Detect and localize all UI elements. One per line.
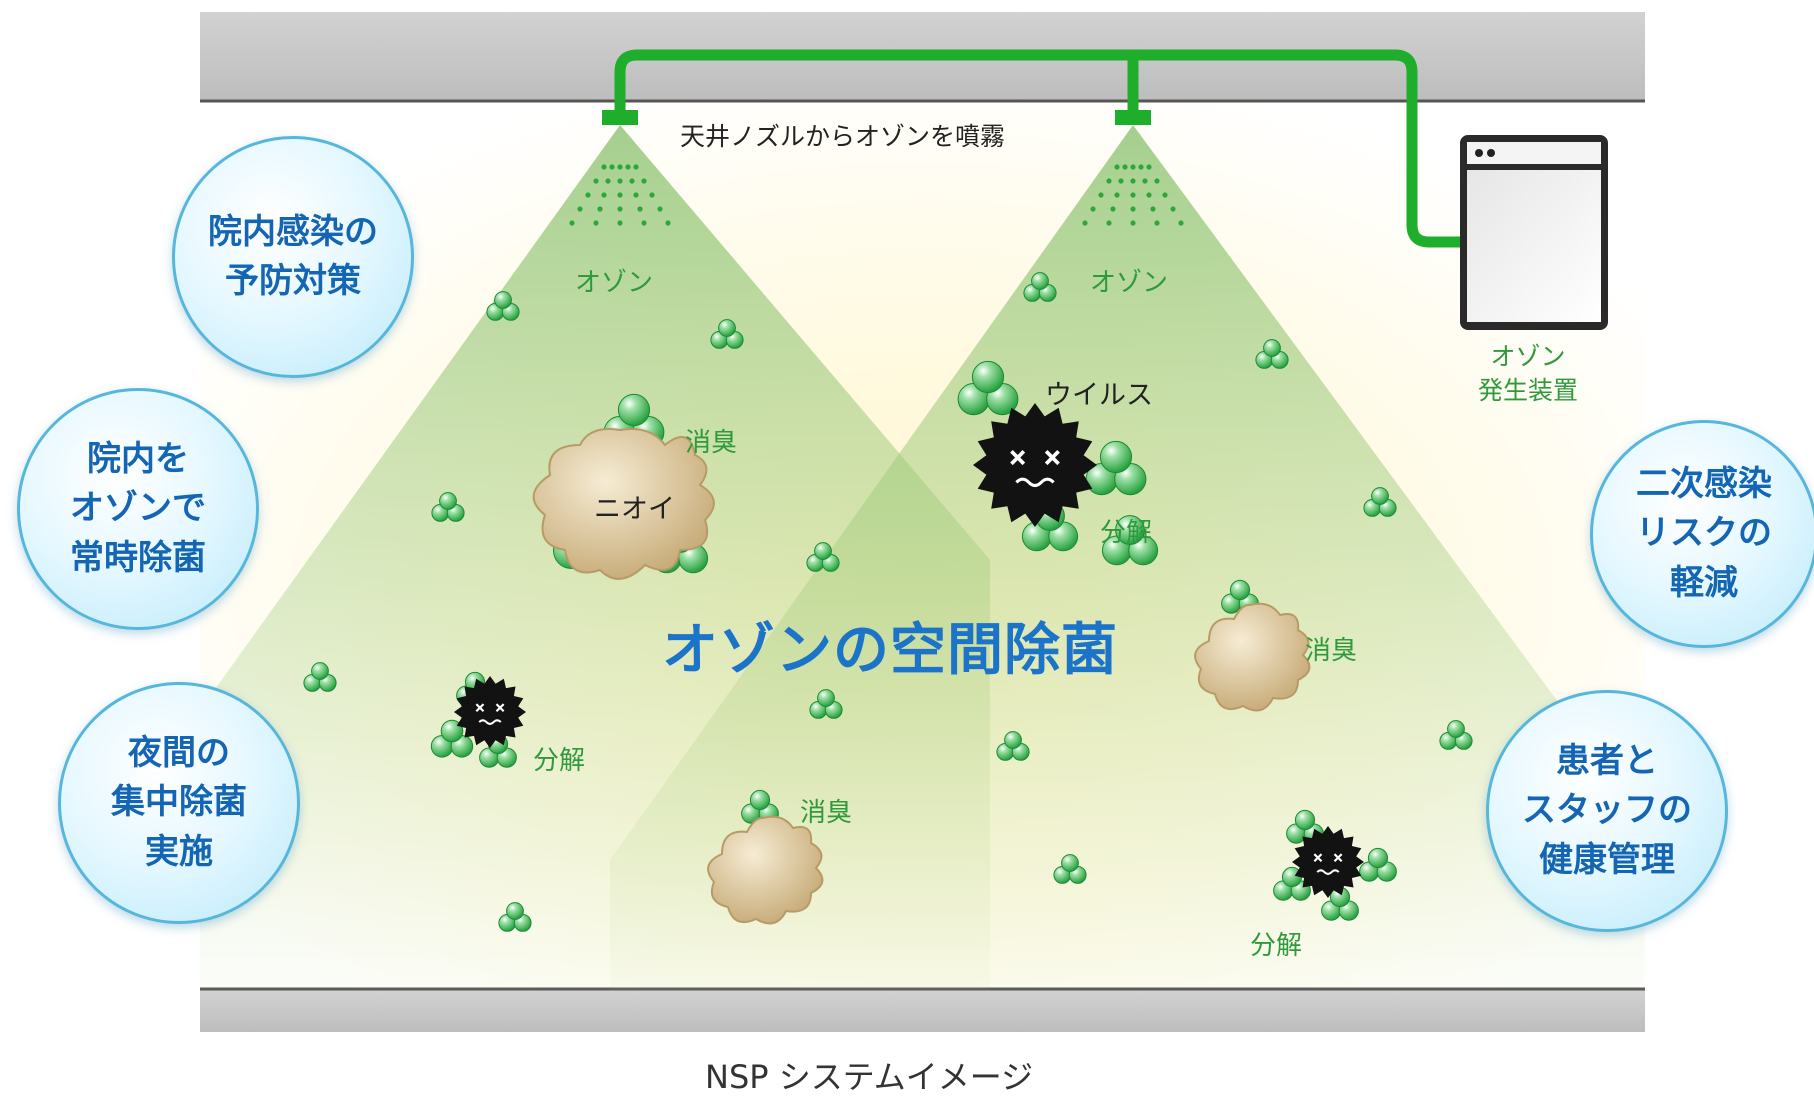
bubble-infection-prevention: 院内感染の 予防対策 bbox=[172, 136, 414, 378]
bubble-secondary-infection: 二次感染 リスクの 軽減 bbox=[1590, 420, 1814, 648]
nozzle-right bbox=[1115, 110, 1151, 125]
ozone-molecule bbox=[431, 492, 465, 522]
deodorize-label-3: 消臭 bbox=[800, 798, 853, 828]
odor-blob-small bbox=[707, 815, 824, 925]
footer-caption: NSP システムイメージ bbox=[705, 1058, 1034, 1096]
center-title: オゾンの空間除菌 bbox=[662, 618, 1118, 683]
deodorize-label-2: 消臭 bbox=[1305, 636, 1358, 666]
ozone-label-right: オゾン bbox=[1090, 268, 1169, 298]
viruses bbox=[454, 403, 1364, 898]
ozone-molecule bbox=[303, 662, 337, 692]
deodorize-label-1: 消臭 bbox=[685, 428, 738, 458]
nozzle-left bbox=[602, 110, 638, 125]
bubble-constant-sterilization: 院内を オゾンで 常時除菌 bbox=[17, 388, 259, 630]
virus-icon bbox=[973, 403, 1097, 527]
spray-dots bbox=[569, 164, 1184, 226]
odor-blob-large bbox=[532, 428, 715, 580]
ozone-label-left: オゾン bbox=[575, 268, 654, 298]
ozone-generator-icon bbox=[1460, 135, 1608, 330]
generator-label: オゾン 発生装置 bbox=[1478, 342, 1579, 405]
virus-label: ウイルス bbox=[1045, 380, 1153, 411]
decompose-label-1: 分解 bbox=[1100, 518, 1153, 548]
virus-icon bbox=[454, 676, 526, 748]
ozone-molecule bbox=[1439, 720, 1473, 750]
ozone-molecule bbox=[809, 689, 843, 719]
floor bbox=[200, 990, 1645, 1032]
ozone-molecule bbox=[1085, 440, 1147, 496]
ozone-molecule bbox=[1255, 339, 1289, 369]
decompose-label-2: 分解 bbox=[533, 746, 586, 776]
ozone-molecule bbox=[1359, 847, 1397, 882]
ozone-molecule bbox=[498, 902, 532, 932]
odor-label: ニオイ bbox=[594, 494, 675, 525]
ozone-molecule bbox=[957, 360, 1019, 416]
bubble-health-management: 患者と スタッフの 健康管理 bbox=[1486, 690, 1728, 932]
virus-icon bbox=[1292, 826, 1364, 898]
ozone-pipe bbox=[614, 49, 1462, 248]
ozone-molecule bbox=[1321, 886, 1359, 921]
ozone-molecule bbox=[710, 319, 744, 349]
odor-blob-medium bbox=[1194, 602, 1311, 712]
ozone-molecule bbox=[1053, 854, 1087, 884]
ozone-molecule bbox=[1363, 487, 1397, 517]
ozone-molecule bbox=[486, 291, 520, 321]
ozone-molecule bbox=[1023, 272, 1057, 302]
ozone-molecule bbox=[1273, 866, 1311, 901]
decompose-label-3: 分解 bbox=[1250, 931, 1303, 961]
ozone-molecule bbox=[996, 731, 1030, 761]
ozone-molecule bbox=[806, 542, 840, 572]
nozzle-caption: 天井ノズルからオゾンを噴霧 bbox=[680, 122, 1006, 151]
ozone-molecule bbox=[1101, 515, 1159, 566]
bubble-night-sterilization: 夜間の 集中除菌 実施 bbox=[58, 682, 300, 924]
